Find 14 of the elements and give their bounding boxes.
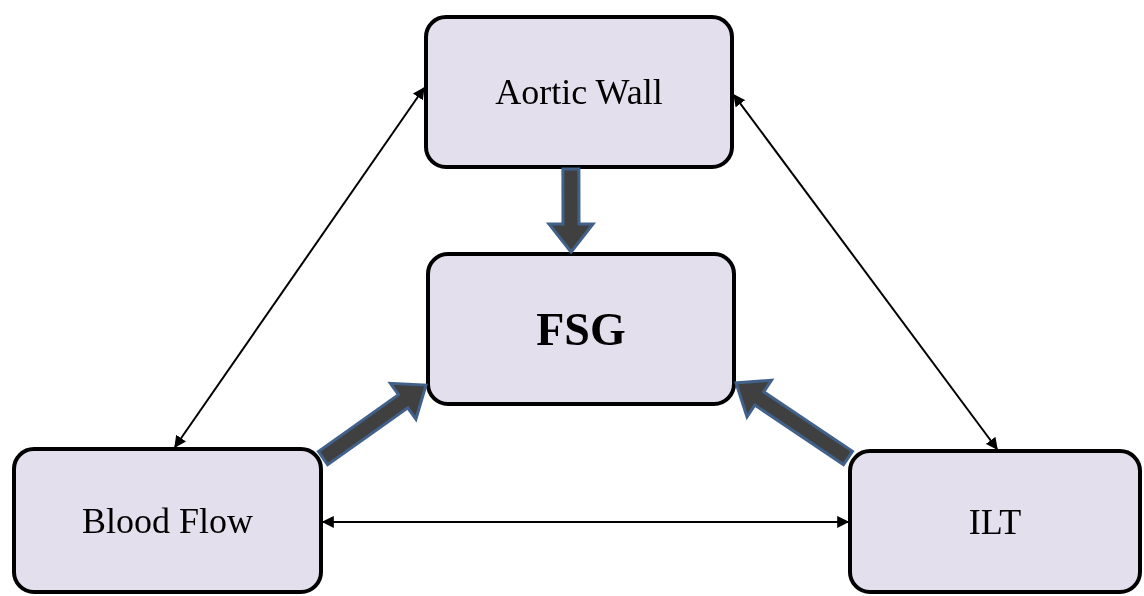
process-box [424,15,734,169]
arrow [321,515,850,528]
process-box [848,449,1142,594]
process-box [12,447,323,594]
block-arrow [316,381,428,467]
arrow [173,87,425,448]
node-label: Blood Flow [81,499,253,542]
block-arrow [545,167,597,255]
block-arrow [734,378,855,467]
node-label: ILT [968,500,1022,543]
arrow [733,94,999,450]
node-label: FSG [536,302,626,356]
process-box [426,252,736,406]
node-label: Aortic Wall [495,71,663,113]
